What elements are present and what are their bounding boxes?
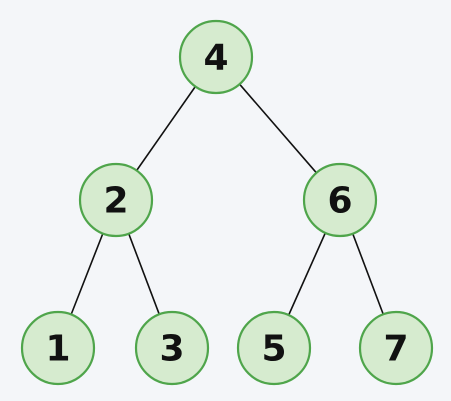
node-circle — [178, 19, 254, 95]
tree-node-7: 7 — [358, 310, 434, 386]
node-circle — [302, 162, 378, 238]
tree-node-1: 1 — [20, 310, 96, 386]
tree-node-3: 3 — [134, 310, 210, 386]
node-circle — [236, 310, 312, 386]
edge-n6-n7 — [351, 233, 385, 315]
node-circle — [20, 310, 96, 386]
tree-node-4: 4 — [178, 19, 254, 95]
node-circle — [134, 310, 210, 386]
tree-node-2: 2 — [78, 162, 154, 238]
edges-layer — [70, 83, 385, 316]
node-label: 5 — [261, 329, 286, 370]
node-label: 3 — [159, 329, 184, 370]
node-label: 1 — [45, 329, 70, 370]
edge-n4-n2 — [135, 86, 197, 171]
node-label: 6 — [327, 181, 352, 222]
edge-n2-n1 — [70, 233, 104, 315]
node-label: 7 — [383, 329, 408, 370]
node-circle — [78, 162, 154, 238]
tree-node-6: 6 — [302, 162, 378, 238]
node-circle — [358, 310, 434, 386]
nodes-layer: 4 2 6 1 3 5 7 — [20, 19, 434, 386]
node-label: 2 — [103, 181, 128, 222]
tree-node-5: 5 — [236, 310, 312, 386]
node-label: 4 — [203, 38, 228, 79]
edge-n4-n6 — [238, 83, 318, 174]
edge-n2-n3 — [127, 233, 161, 315]
edge-n6-n5 — [287, 232, 327, 316]
